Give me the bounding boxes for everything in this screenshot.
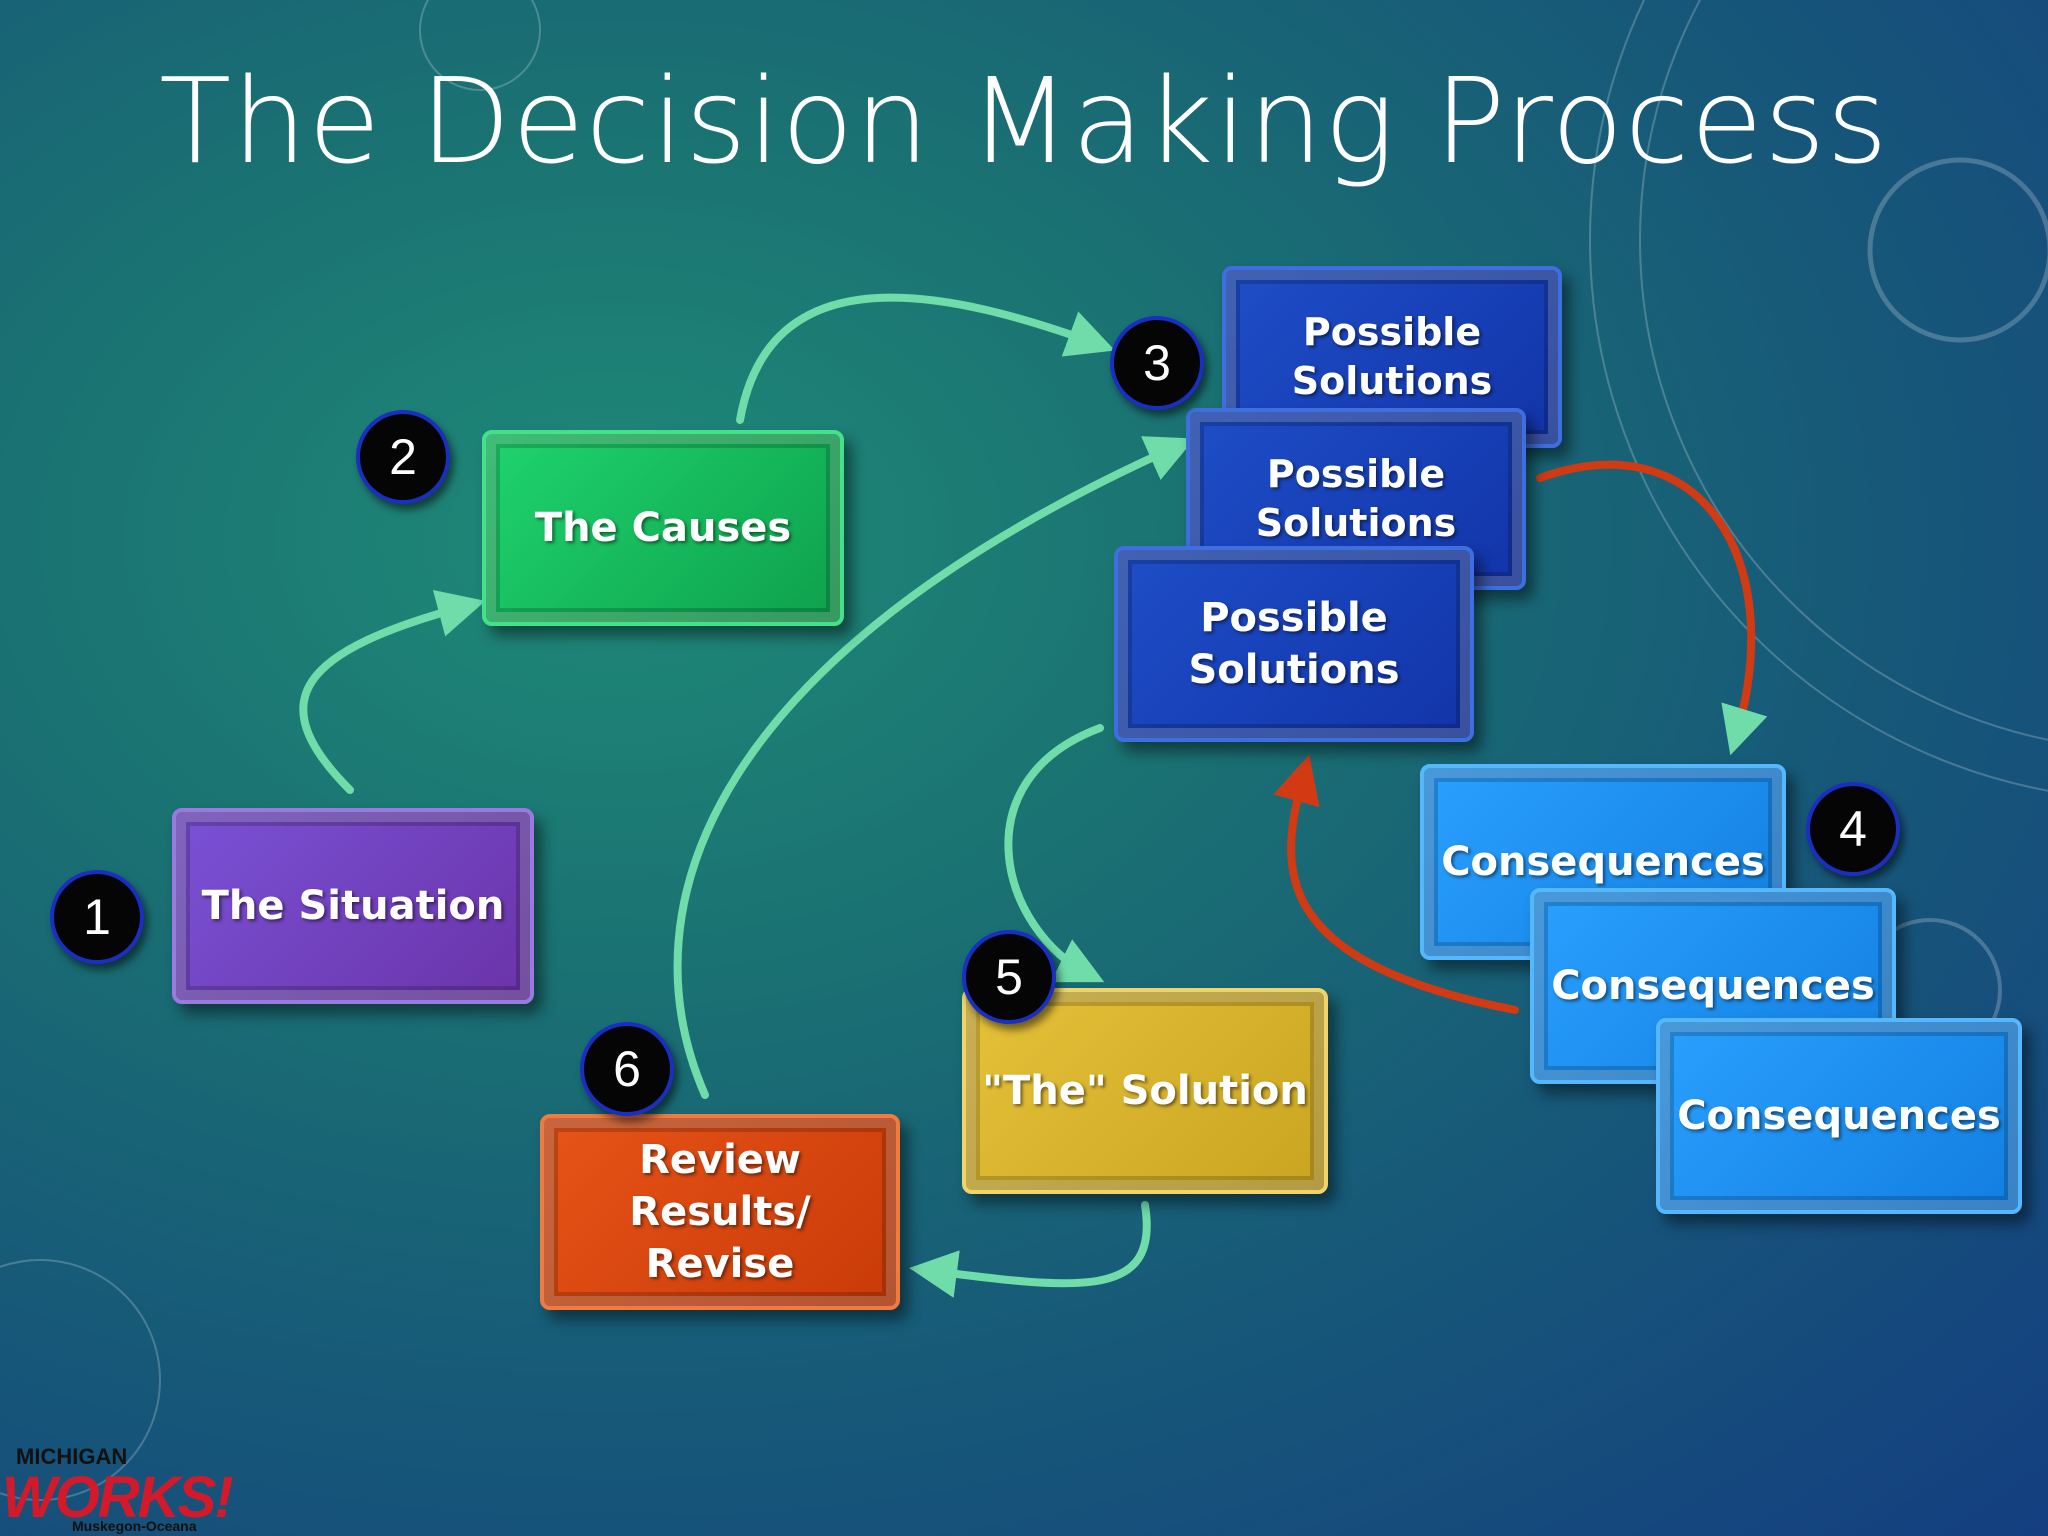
box-consequences-front: Consequences bbox=[1656, 1018, 2022, 1214]
step-badge-2: 2 bbox=[356, 410, 450, 504]
arrow-the-solution-to-review bbox=[909, 1201, 1151, 1298]
step-badge-1: 1 bbox=[50, 870, 144, 964]
arrow-solutions-to-consequences bbox=[1536, 460, 1768, 756]
page-title: The Decision Making Process bbox=[159, 52, 1889, 190]
michigan-works-logo: MICHIGAN WORKS! Muskegon-Oceana bbox=[0, 1440, 234, 1536]
box-the-causes: The Causes bbox=[482, 430, 844, 626]
step-badge-4: 4 bbox=[1806, 782, 1900, 876]
box-the-situation: The Situation bbox=[172, 808, 534, 1004]
logo-main-text: WORKS! bbox=[2, 1465, 234, 1530]
logo-top-text: MICHIGAN bbox=[16, 1444, 128, 1469]
box-the-solution: "The" Solution bbox=[962, 988, 1328, 1194]
box-review-results: Review Results/ Revise bbox=[540, 1114, 900, 1310]
arrow-situation-to-causes bbox=[299, 589, 486, 794]
logo-sub-text: Muskegon-Oceana bbox=[72, 1518, 197, 1534]
step-badge-3: 3 bbox=[1110, 316, 1204, 410]
step-badge-6: 6 bbox=[580, 1022, 674, 1116]
step-badge-5: 5 bbox=[962, 930, 1056, 1024]
arrow-causes-to-solutions bbox=[736, 293, 1116, 424]
box-possible-solutions-front: Possible Solutions bbox=[1114, 546, 1474, 742]
